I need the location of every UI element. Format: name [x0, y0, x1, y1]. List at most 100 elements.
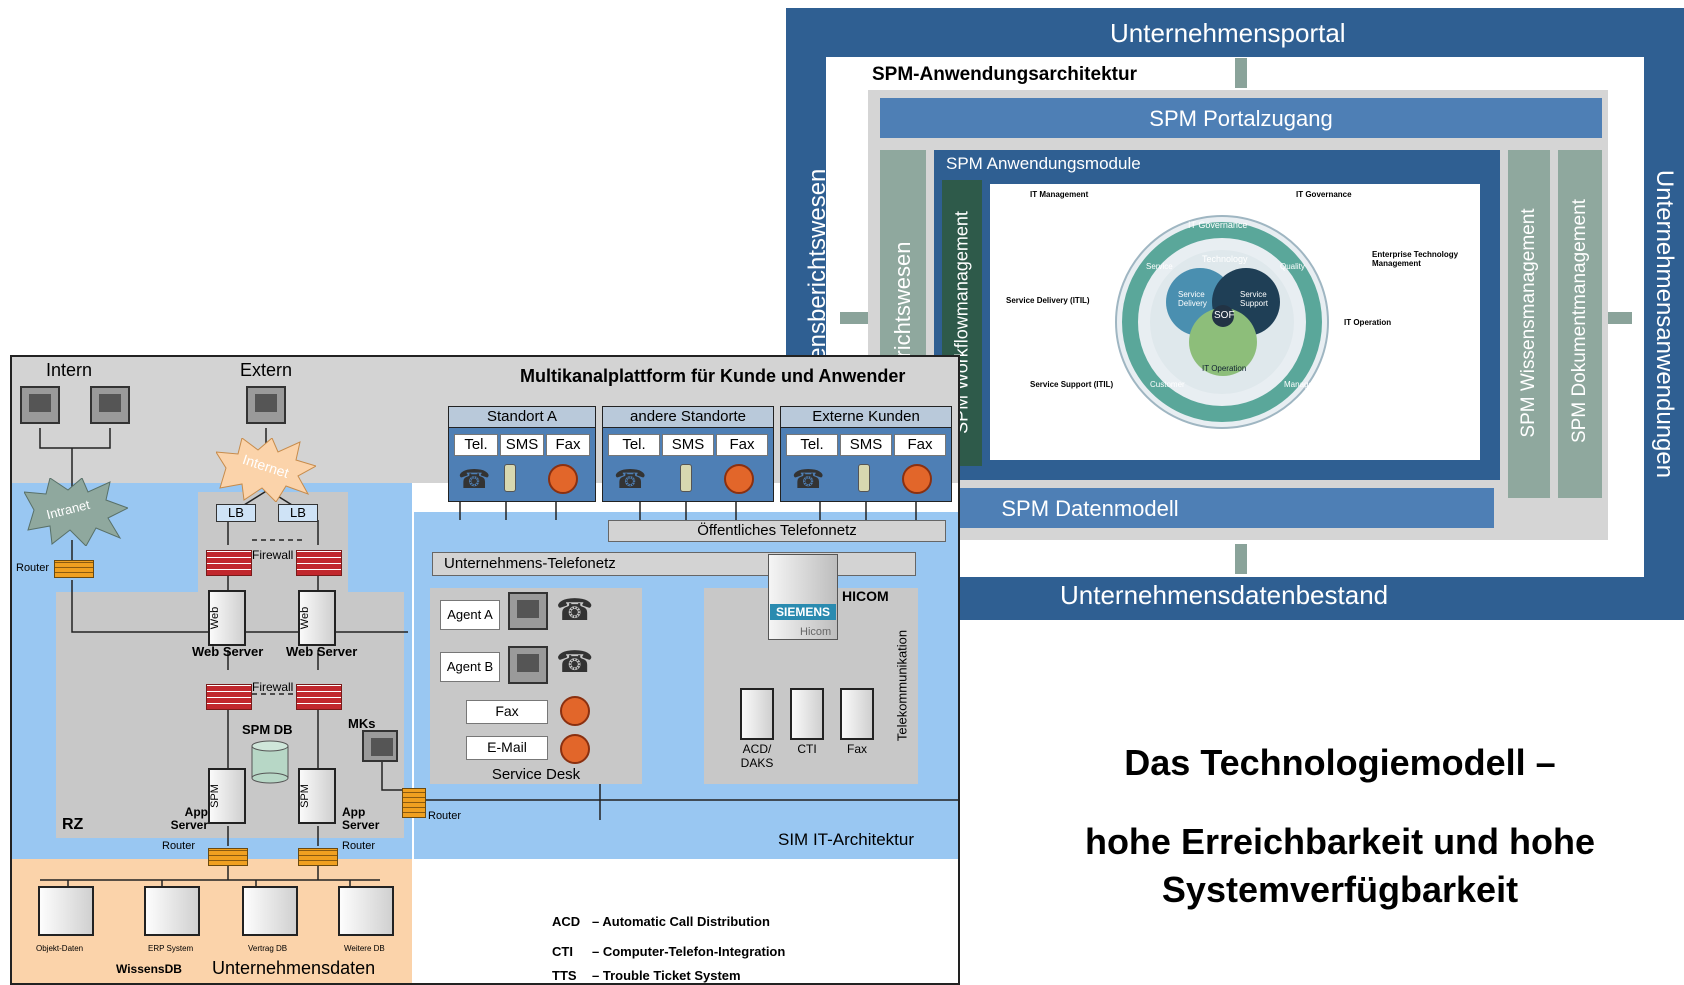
- app-server-2-icon: [298, 768, 336, 824]
- legend-text-tts: – Trouble Ticket System: [592, 968, 741, 983]
- intern-label: Intern: [46, 360, 93, 380]
- heading-service-support: Service Support (ITIL): [1030, 380, 1114, 389]
- router-label-app-left: Router: [162, 840, 196, 852]
- site-externe-sms: SMS: [840, 434, 892, 456]
- spm-db-icon: [251, 740, 289, 784]
- site-externe-fax-icon: [902, 464, 932, 494]
- agent-a-phone-icon: ☎: [556, 594, 594, 627]
- web-tag-1: Web: [209, 606, 221, 630]
- email-icon: [560, 734, 590, 764]
- caption-line-1: Das Technologiemodell –: [1124, 742, 1556, 783]
- acd-daks-label: ACD/ DAKS: [740, 742, 774, 770]
- legend-text-cti: – Computer-Telefon-Integration: [592, 944, 786, 959]
- portal-access-bar: [880, 98, 1602, 138]
- app-server-1-icon: [208, 768, 246, 824]
- intranet-cloud-icon: [24, 478, 128, 546]
- applications-vertical-label: Unternehmensanwendungen: [1651, 169, 1678, 479]
- wheel-left-ring-1: Service: [1146, 262, 1173, 271]
- lb-2-label: LB: [290, 505, 306, 520]
- firewall-1-label: Firewall: [252, 548, 294, 562]
- heading-it-management: IT Management: [1030, 190, 1089, 199]
- router-label-mid: Router: [428, 810, 462, 822]
- site-externe-phone-icon: ☎: [792, 464, 825, 494]
- modules-title: SPM Anwendungsmodule: [946, 154, 1141, 173]
- agent-a-pc-icon: [508, 592, 548, 630]
- cti-server-icon: [790, 688, 824, 740]
- site-externe-name: Externe Kunden: [812, 408, 920, 425]
- web-server-1-icon: [208, 590, 246, 646]
- site-standort-a-name: Standort A: [486, 408, 558, 425]
- intern-pc-2-icon: [90, 386, 130, 424]
- wheel-it-operation-label: IT Operation: [1202, 364, 1247, 373]
- portal-access-label: SPM Portalzugang: [1149, 106, 1333, 131]
- document-column: [1558, 150, 1602, 498]
- wheel-ring-top-label: IT Governance: [1188, 220, 1248, 230]
- wheel-left-ring-2: Customer: [1150, 380, 1185, 389]
- firewall-2a-icon: [206, 684, 252, 710]
- lb-2-box: [278, 504, 318, 522]
- agent-b-pc-icon: [508, 646, 548, 684]
- heading-enterprise: Enterprise Technology Management: [1372, 250, 1459, 268]
- agent-a-label: Agent A: [440, 600, 500, 630]
- legend-abbr-tts: TTS: [552, 968, 577, 983]
- site-a-phone-icon: ☎: [458, 464, 491, 494]
- legend-abbr-acd: ACD: [552, 914, 581, 929]
- hicom-sub-label: Hicom: [800, 626, 832, 638]
- router-icon-mid: [402, 788, 426, 818]
- telekommunikation-label: Telekommunikation: [894, 629, 910, 742]
- db-label-3: Vertrag DB: [248, 944, 288, 953]
- db-server-3-icon: [242, 886, 298, 936]
- wheel-technology-label: Technology: [1202, 254, 1248, 264]
- spm-db-label: SPM DB: [242, 722, 293, 737]
- db-server-2-icon: [144, 886, 200, 936]
- document-label: SPM Dokumentmanagement: [1569, 199, 1590, 443]
- app-server-1-label: App Server: [170, 805, 208, 832]
- legend-abbr-cti: CTI: [552, 944, 573, 959]
- web-server-2-icon: [298, 590, 336, 646]
- site-a-sms: SMS: [500, 434, 544, 456]
- legend-text-acd: – Automatic Call Distribution: [592, 914, 770, 929]
- site-andere-sms: SMS: [662, 434, 714, 456]
- data-model-label: SPM Datenmodell: [1001, 496, 1179, 521]
- web-tag-2: Web: [299, 606, 311, 630]
- router-label-app-right: Router: [342, 840, 376, 852]
- siemens-label: SIEMENS: [775, 605, 830, 619]
- site-externe-fax: Fax: [894, 434, 946, 456]
- mks-label: MKs: [348, 716, 376, 731]
- site-andere-name: andere Standorte: [630, 408, 746, 425]
- cti-label: CTI: [797, 742, 817, 756]
- lb-1-label: LB: [228, 505, 244, 520]
- spm-tag-1: SPM: [209, 784, 221, 808]
- site-a-mobile-icon: [504, 464, 516, 492]
- wheel-right-ring-2: Management: [1284, 380, 1331, 389]
- knowledge-column: [1508, 150, 1550, 498]
- heading-it-governance: IT Governance: [1296, 190, 1352, 199]
- firewall-2b-icon: [296, 684, 342, 710]
- db-label-2: ERP System: [148, 944, 194, 953]
- sof-wheel-graphic: [1115, 215, 1329, 429]
- rz-label: RZ: [62, 816, 84, 833]
- tk-fax-label: Fax: [846, 742, 867, 756]
- spm-tag-2: SPM: [299, 784, 311, 808]
- multichannel-title: Multikanalplattform für Kunde und Anwend…: [520, 366, 906, 386]
- router-icon-app-left: [208, 848, 248, 866]
- site-externe-mobile-icon: [858, 464, 870, 492]
- heading-it-operation: IT Operation: [1344, 318, 1392, 327]
- left-connector-arrow: [840, 312, 870, 324]
- db-server-1-icon: [38, 886, 94, 936]
- company-network-label: Unternehmens-Telefonetz: [444, 555, 616, 572]
- company-data-label: Unternehmensdaten: [212, 958, 376, 978]
- wheel-right-ring-1: Quality: [1280, 262, 1305, 271]
- lb-1-box: [216, 504, 256, 522]
- site-externe-tel: Tel.: [786, 434, 838, 456]
- fax-label: Fax: [466, 700, 548, 724]
- site-a-fax-icon: [548, 464, 578, 494]
- app-server-2-label: App Server: [342, 805, 380, 832]
- agent-b-label: Agent B: [440, 652, 500, 682]
- sim-it-label: SIM IT-Architektur: [778, 830, 915, 849]
- hicom-label: HICOM: [842, 588, 889, 604]
- intern-pc-1-icon: [20, 386, 60, 424]
- firewall-2-label: Firewall: [252, 680, 294, 694]
- site-standort-a-header: [448, 406, 596, 428]
- db-label-4: Weitere DB: [344, 944, 385, 953]
